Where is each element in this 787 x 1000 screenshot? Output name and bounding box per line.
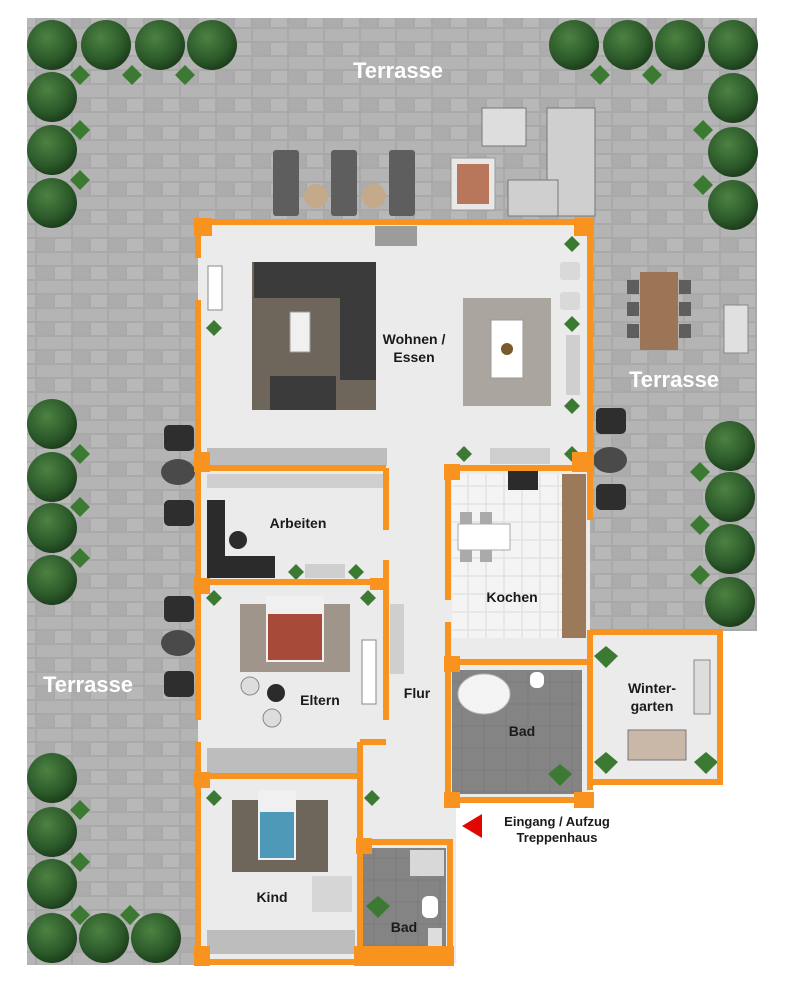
label-flur: Flur (404, 685, 431, 701)
office-furniture (207, 474, 383, 578)
kitchen-furniture (452, 468, 586, 638)
label-terrasse-left: Terrasse (43, 672, 133, 697)
hedges (27, 20, 758, 963)
label-bad-main: Bad (509, 723, 535, 739)
living-furniture (207, 226, 580, 466)
label-kind: Kind (256, 889, 287, 905)
walls (195, 219, 723, 965)
entrance-arrow-icon (462, 814, 482, 838)
bathroom-main-tiles (452, 670, 582, 794)
label-wohnen-line2: Essen (393, 349, 434, 365)
label-terrasse-right: Terrasse (629, 367, 719, 392)
label-wohnen-line1: Wohnen / (383, 331, 446, 347)
bedroom-kid-furniture (207, 790, 355, 954)
label-arbeiten: Arbeiten (270, 515, 327, 531)
label-eltern: Eltern (300, 692, 340, 708)
bedroom-parents-furniture (207, 596, 404, 776)
terrace-furniture (161, 107, 749, 697)
label-winter-line2: garten (631, 698, 674, 714)
wall-corners (194, 218, 594, 966)
label-winter-line1: Winter- (628, 680, 676, 696)
wintergarden-furniture (594, 646, 718, 774)
label-eingang-line2: Treppenhaus (517, 830, 598, 845)
label-kochen: Kochen (486, 589, 537, 605)
label-bad-small: Bad (391, 919, 417, 935)
bathroom-small-tiles (362, 848, 446, 958)
label-terrasse-top: Terrasse (353, 58, 443, 83)
terrace-plants (70, 65, 713, 925)
label-eingang-line1: Eingang / Aufzug (504, 814, 610, 829)
